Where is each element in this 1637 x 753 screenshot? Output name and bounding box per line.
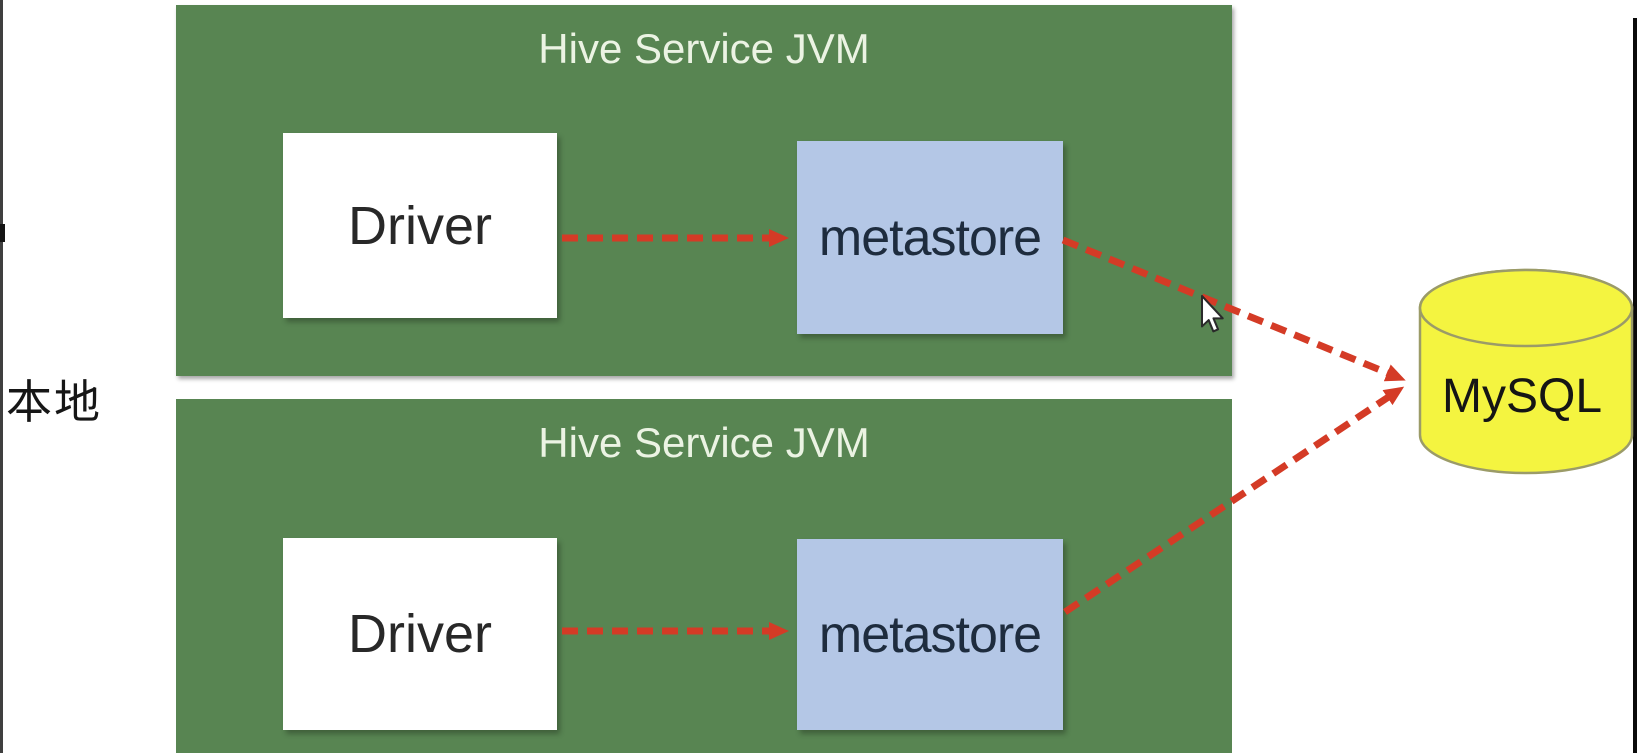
cylinder-body <box>1418 268 1634 475</box>
jvm-title-2: Hive Service JVM <box>538 419 870 466</box>
metastore-node-1: metastore <box>797 141 1063 334</box>
screen-left-edge-notch <box>0 224 5 242</box>
metastore-node-2: metastore <box>797 539 1063 730</box>
mysql-database-cylinder-icon: MySQL <box>1418 268 1634 475</box>
jvm-title-1: Hive Service JVM <box>538 25 870 72</box>
driver-node-2: Driver <box>283 538 557 730</box>
local-mode-label: 本地 <box>6 376 102 428</box>
cylinder-top <box>1418 268 1634 348</box>
screen-left-edge <box>0 0 3 753</box>
driver-node-2-label: Driver <box>348 604 492 664</box>
screen-right-edge <box>1633 18 1637 753</box>
mysql-label: MySQL <box>1442 370 1602 423</box>
metastore-node-2-label: metastore <box>818 605 1042 664</box>
driver-node-1-label: Driver <box>348 195 492 256</box>
metastore-node-1-label: metastore <box>818 208 1042 267</box>
driver-node-1: Driver <box>283 133 557 318</box>
